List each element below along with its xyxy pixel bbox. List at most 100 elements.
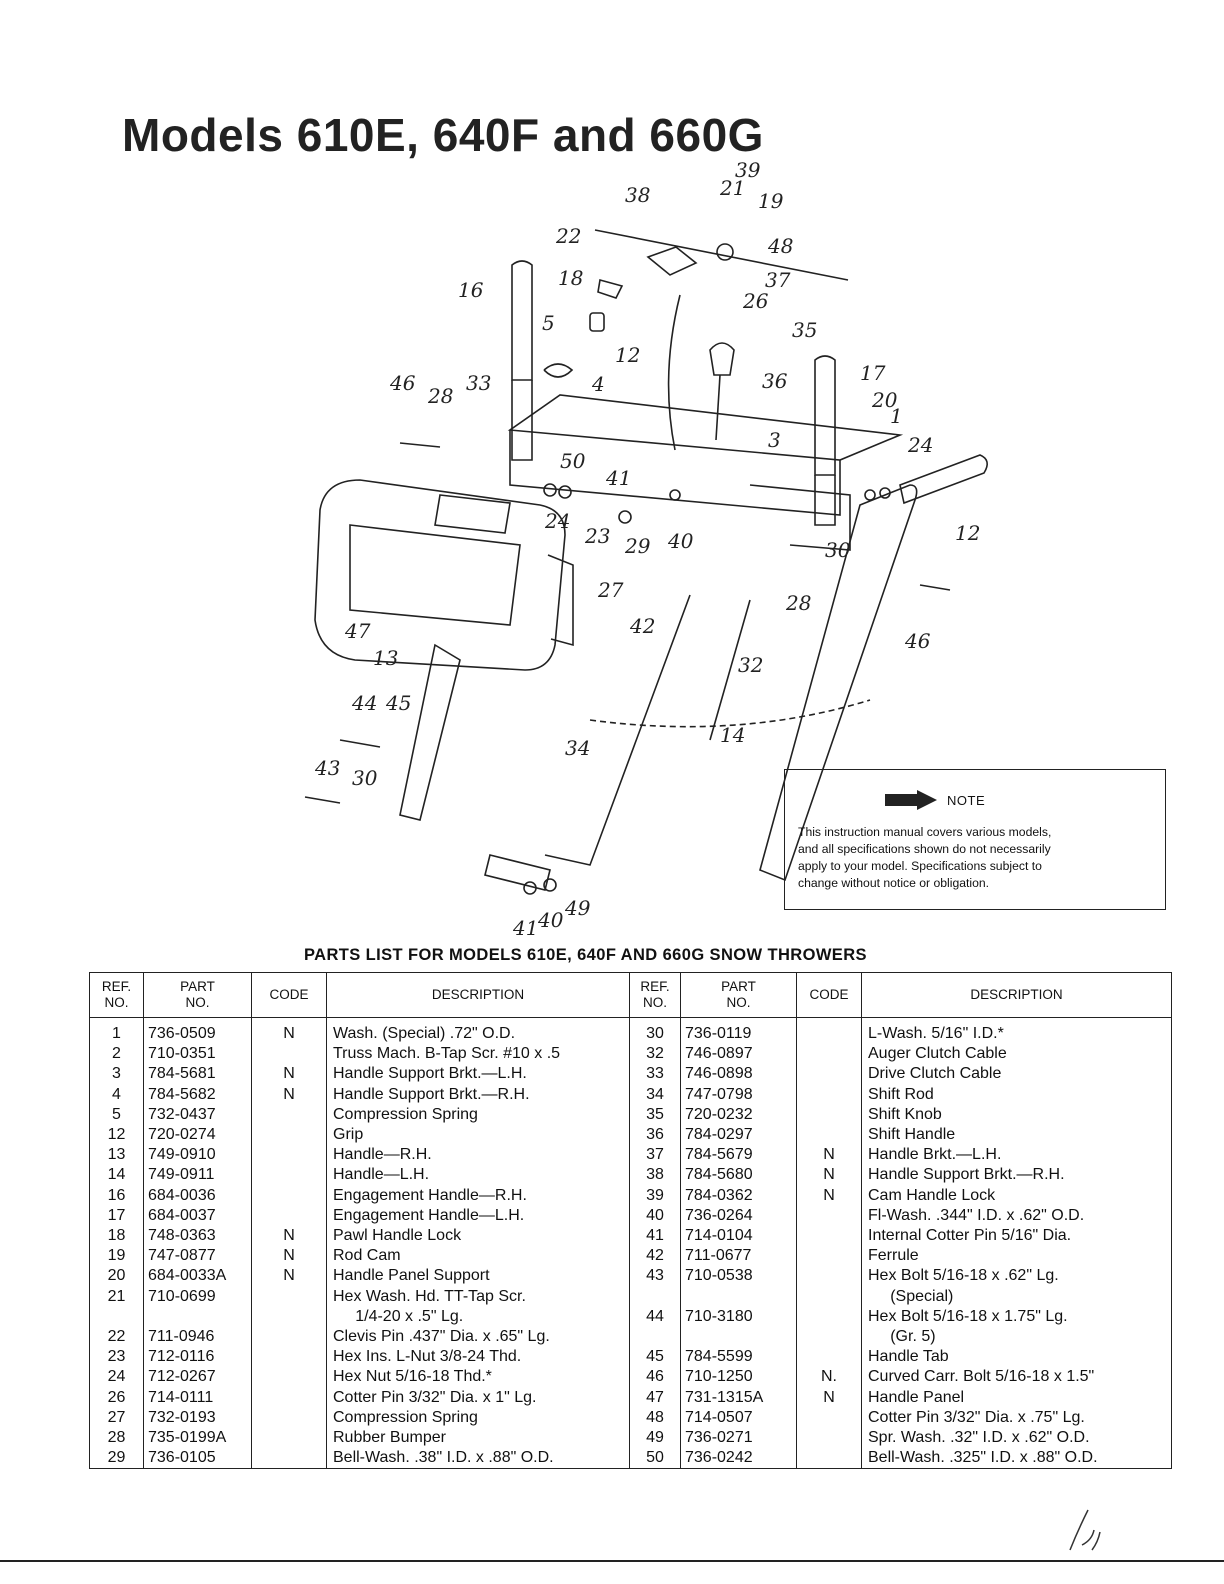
callout-number: 24 — [544, 509, 570, 533]
callout-number: 50 — [560, 449, 586, 473]
table-cell: 736-0105 — [143, 1448, 252, 1470]
table-cell: Shift Handle — [861, 1125, 1172, 1146]
table-cell — [796, 1306, 862, 1328]
table-cell — [251, 1044, 327, 1065]
callout-number: 3 — [768, 428, 781, 452]
table-cell: Shift Knob — [861, 1104, 1172, 1126]
callout-number: 13 — [373, 646, 398, 670]
table-cell: (Special) — [861, 1286, 1172, 1307]
table-cell: 34 — [629, 1084, 681, 1105]
table-cell: Handle—R.H. — [326, 1145, 630, 1166]
table-cell: Engagement Handle—L.H. — [326, 1205, 630, 1227]
table-cell: Handle Support Brkt.—L.H. — [326, 1064, 630, 1085]
table-cell: N — [796, 1185, 862, 1206]
table-cell: 28 — [89, 1428, 144, 1449]
table-cell: 30 — [629, 1017, 681, 1045]
table-cell — [680, 1327, 797, 1348]
table-cell — [796, 1428, 862, 1449]
table-cell: 784-0297 — [680, 1125, 797, 1146]
callout-number: 41 — [605, 466, 631, 490]
table-cell: 749-0911 — [143, 1165, 252, 1186]
table-cell: 684-0033A — [143, 1266, 252, 1287]
table-cell: Compression Spring — [326, 1104, 630, 1126]
callout-number: 32 — [738, 653, 763, 677]
column-header: DESCRIPTION — [861, 972, 1172, 1018]
table-cell: 748-0363 — [143, 1226, 252, 1247]
callout-number: 49 — [564, 896, 591, 920]
table-cell: 712-0267 — [143, 1367, 252, 1388]
table-cell: Handle Panel Support — [326, 1266, 630, 1287]
table-cell: 714-0507 — [680, 1407, 797, 1429]
table-cell: 784-5679 — [680, 1145, 797, 1166]
table-cell: 29 — [89, 1448, 144, 1470]
table-cell: 16 — [89, 1185, 144, 1206]
table-cell: (Gr. 5) — [861, 1327, 1172, 1348]
table-cell — [251, 1306, 327, 1328]
table-cell: 720-0274 — [143, 1125, 252, 1146]
table-cell — [251, 1387, 327, 1408]
table-cell: 22 — [89, 1327, 144, 1348]
table-cell: N — [251, 1266, 327, 1287]
table-cell: 710-1250 — [680, 1367, 797, 1388]
callout-number: 29 — [624, 534, 651, 558]
table-cell: 784-5680 — [680, 1165, 797, 1186]
table-cell: 36 — [629, 1125, 681, 1146]
table-cell: 710-0351 — [143, 1044, 252, 1065]
note-label: NOTE — [947, 792, 986, 808]
table-cell: Clevis Pin .437" Dia. x .65" Lg. — [326, 1327, 630, 1348]
parts-list-title: PARTS LIST FOR MODELS 610E, 640F AND 660… — [304, 946, 867, 964]
table-cell: 46 — [629, 1367, 681, 1388]
table-cell — [796, 1125, 862, 1146]
table-cell — [796, 1448, 862, 1470]
table-cell: N — [796, 1165, 862, 1186]
table-cell — [89, 1306, 144, 1328]
table-cell: 736-0119 — [680, 1017, 797, 1045]
table-cell: 784-5682 — [143, 1084, 252, 1105]
table-cell — [251, 1125, 327, 1146]
table-cell: 23 — [89, 1347, 144, 1368]
table-cell — [629, 1286, 681, 1307]
table-cell: 732-0193 — [143, 1407, 252, 1429]
table-cell: Internal Cotter Pin 5/16" Dia. — [861, 1226, 1172, 1247]
table-cell — [796, 1017, 862, 1045]
table-cell: N — [251, 1064, 327, 1085]
callout-number: 34 — [565, 736, 590, 760]
table-cell: 736-0242 — [680, 1448, 797, 1470]
table-cell — [796, 1084, 862, 1105]
table-cell: Pawl Handle Lock — [326, 1226, 630, 1247]
table-cell: 711-0946 — [143, 1327, 252, 1348]
table-cell: 37 — [629, 1145, 681, 1166]
table-cell — [796, 1246, 862, 1267]
table-cell: 17 — [89, 1205, 144, 1227]
table-cell — [251, 1286, 327, 1307]
table-cell: 26 — [89, 1387, 144, 1408]
note-text: This instruction manual covers various m… — [798, 824, 1158, 892]
callout-number: 5 — [542, 311, 555, 335]
column-header: DESCRIPTION — [326, 972, 630, 1018]
table-cell: 735-0199A — [143, 1428, 252, 1449]
table-cell: 48 — [629, 1407, 681, 1429]
table-cell: 736-0509 — [143, 1017, 252, 1045]
table-cell — [251, 1185, 327, 1206]
table-cell: Hex Ins. L-Nut 3/8-24 Thd. — [326, 1347, 630, 1368]
column-header: REF.NO. — [629, 972, 681, 1018]
table-cell — [796, 1347, 862, 1368]
table-cell: 20 — [89, 1266, 144, 1287]
callout-number: 35 — [792, 318, 817, 342]
table-cell: 1/4-20 x .5" Lg. — [326, 1306, 630, 1328]
page-title: Models 610E, 640F and 660G — [122, 109, 764, 161]
table-cell — [796, 1064, 862, 1085]
table-cell: Cam Handle Lock — [861, 1185, 1172, 1206]
table-cell: 12 — [89, 1125, 144, 1146]
table-cell: Hex Bolt 5/16-18 x .62" Lg. — [861, 1266, 1172, 1287]
callout-number: 22 — [555, 224, 581, 248]
